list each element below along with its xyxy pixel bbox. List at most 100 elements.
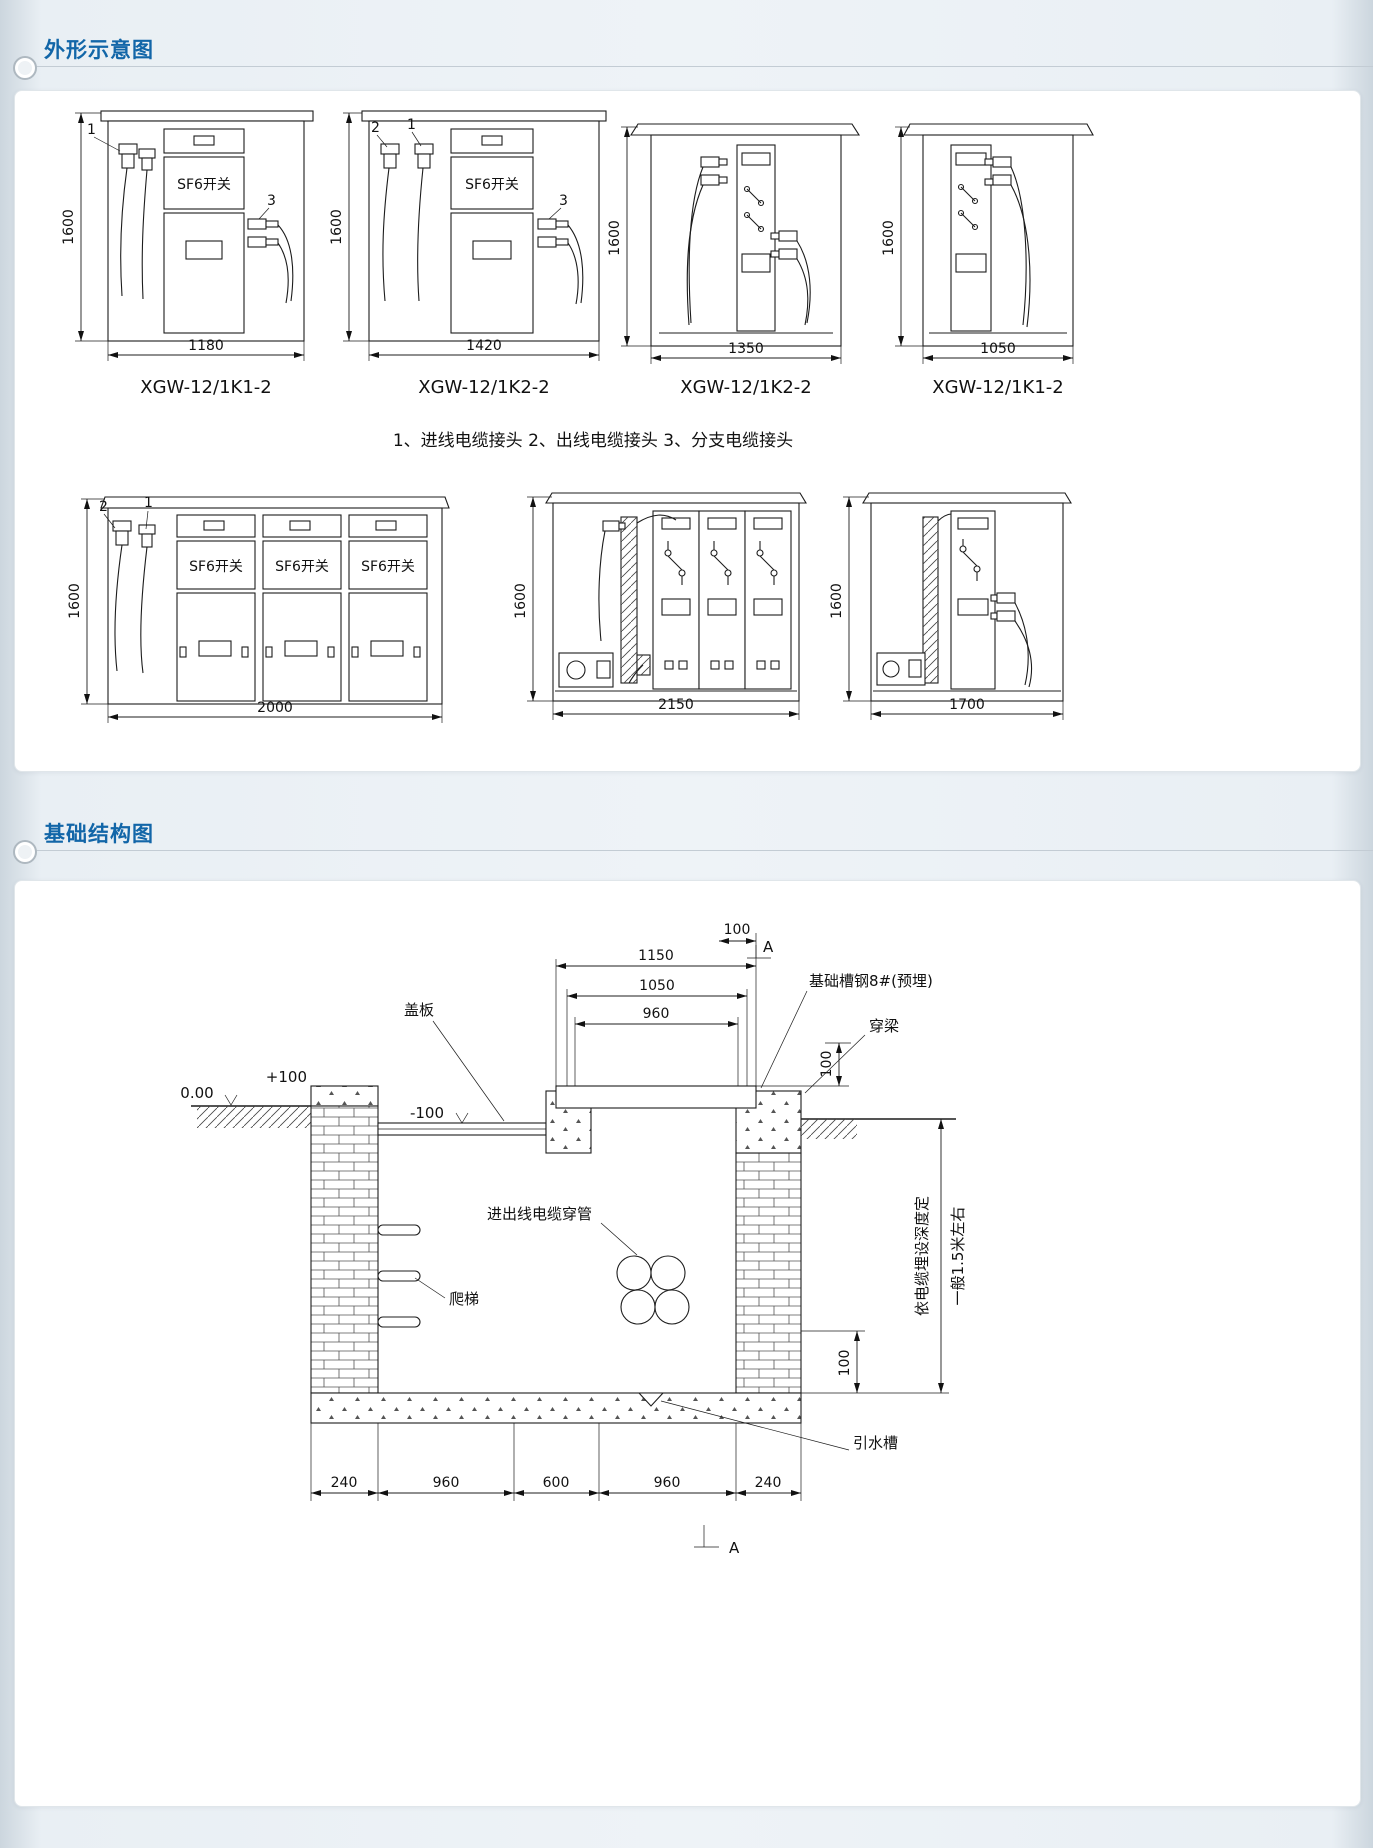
branch-cable-connectors xyxy=(990,592,1033,688)
height-dim: 1600 xyxy=(67,583,83,619)
width-dim: 2000 xyxy=(257,700,293,716)
dim-low-100: 100 xyxy=(837,1350,853,1377)
mark-1: 1 xyxy=(144,495,153,511)
section-mark-a-bottom: A xyxy=(729,1539,740,1557)
inlet-cable-connectors xyxy=(686,156,728,326)
mark-3: 3 xyxy=(559,193,568,209)
height-dim: 1600 xyxy=(607,220,623,256)
depth-note-2: 一般1.5米左右 xyxy=(949,1207,967,1306)
bottom-dim-960-left: 960 xyxy=(433,1475,460,1491)
drain-label: 引水槽 xyxy=(853,1434,898,1452)
outlet-cable-connectors xyxy=(770,230,811,326)
beam-label: 穿梁 xyxy=(869,1017,899,1035)
mark-3: 3 xyxy=(267,193,276,209)
foundation-section-title: 基础结构图 xyxy=(44,822,154,846)
ladder-label: 爬梯 xyxy=(449,1290,479,1308)
mark-2: 2 xyxy=(371,120,380,136)
left-brick-wall xyxy=(310,1105,379,1394)
level-minus: -100 xyxy=(410,1104,444,1122)
foundation-drawing: 0.00 +100 -100 xyxy=(180,922,967,1557)
sf6-panel: SF6开关 xyxy=(176,514,256,702)
branch-cable-connectors xyxy=(247,218,294,304)
curb-block xyxy=(310,1085,379,1107)
cabinet-4-side-view: 1600 1050 XGW-12/1K1-2 xyxy=(881,123,1094,398)
width-dim: 2150 xyxy=(658,697,694,713)
cable-duct xyxy=(922,513,966,684)
cabinet-3-side-view: 1600 1350 XGW-12/1K2-2 xyxy=(607,123,861,398)
dim-1050: 1050 xyxy=(639,978,675,994)
outline-panel: SF6开关 1 3 1600 1180 xyxy=(14,90,1361,772)
earth-hatch-left xyxy=(197,1106,311,1128)
sf6-switch-label: SF6开关 xyxy=(361,559,415,575)
section-ornament-icon xyxy=(13,56,37,80)
dim-960: 960 xyxy=(643,1006,670,1022)
inlet-cable-connectors xyxy=(112,520,156,674)
connector-legend: 1、进线电缆接头 2、出线电缆接头 3、分支电缆接头 xyxy=(393,431,793,451)
cable-conduits xyxy=(616,1255,690,1325)
drain-notch xyxy=(637,1392,665,1407)
mark-1: 1 xyxy=(407,117,416,133)
height-dim: 1600 xyxy=(829,583,845,619)
bottom-dim-240-right: 240 xyxy=(755,1475,782,1491)
height-dim: 1600 xyxy=(881,220,897,256)
outline-section-title: 外形示意图 xyxy=(44,38,154,62)
sf6-switch-label: SF6开关 xyxy=(465,177,519,193)
foundation-section-divider xyxy=(36,850,1373,851)
earth-hatch-right xyxy=(801,1119,857,1139)
cabinet-6-section-view: 1600 2150 xyxy=(513,492,807,720)
width-dim: 1420 xyxy=(466,338,502,354)
height-dim: 1600 xyxy=(61,209,77,245)
base-channel-frame xyxy=(555,1085,757,1109)
model-label: XGW-12/1K1-2 xyxy=(140,377,271,398)
bottom-dim-600: 600 xyxy=(543,1475,570,1491)
model-label: XGW-12/1K2-2 xyxy=(418,377,549,398)
outline-section-divider xyxy=(36,66,1373,67)
level-zero: 0.00 xyxy=(180,1084,213,1102)
section-mark-a-top: A xyxy=(763,938,774,956)
cable-duct xyxy=(598,514,677,684)
dim-1150: 1150 xyxy=(638,948,674,964)
cable-terminal-box xyxy=(876,652,926,686)
bottom-dim-960-right: 960 xyxy=(654,1475,681,1491)
width-dim: 1700 xyxy=(949,697,985,713)
cabinet-5-front-view: 2 1 SF6开关 SF6开关 xyxy=(67,495,450,723)
sf6-switch-label: SF6开关 xyxy=(177,177,231,193)
sf6-switch-label: SF6开关 xyxy=(275,559,329,575)
mark-2: 2 xyxy=(99,499,108,515)
level-plus: +100 xyxy=(266,1068,307,1086)
outlet-cable-connectors xyxy=(984,156,1031,328)
mark-1: 1 xyxy=(87,122,96,138)
depth-note-1: 依电缆埋设深度定 xyxy=(913,1196,931,1316)
foundation-panel: 0.00 +100 -100 xyxy=(14,880,1361,1807)
section-ornament-icon xyxy=(13,840,37,864)
sf6-panel: SF6开关 xyxy=(348,514,428,702)
sf6-panel: SF6开关 xyxy=(262,514,342,702)
outline-drawing: SF6开关 1 3 1600 1180 xyxy=(61,110,1094,723)
dim-right-100: 100 xyxy=(819,1051,835,1078)
foundation-cross-section: 0.00 +100 -100 xyxy=(180,922,967,1557)
bottom-dim-240-left: 240 xyxy=(331,1475,358,1491)
floor-slab xyxy=(310,1392,802,1424)
cabinet-2-front-view: SF6开关 2 1 3 1600 xyxy=(329,110,607,398)
width-dim: 1180 xyxy=(188,338,224,354)
width-dim: 1350 xyxy=(728,341,764,357)
switch-panel xyxy=(950,510,996,690)
cabinet-7-section-view: 1600 1700 xyxy=(829,492,1072,720)
cable-terminal-box xyxy=(558,652,651,688)
height-dim: 1600 xyxy=(329,209,345,245)
disconnect-switch-symbols xyxy=(743,185,765,233)
inlet-cable-connectors xyxy=(118,143,156,300)
channel-label: 基础槽钢8#(预埋) xyxy=(809,972,933,990)
disconnect-switch-symbols xyxy=(957,183,979,231)
branch-cable-connectors xyxy=(537,218,584,305)
model-label: XGW-12/1K1-2 xyxy=(932,377,1063,398)
switch-panels xyxy=(652,510,792,690)
cover-label: 盖板 xyxy=(404,1001,434,1019)
conduit-label: 进出线电缆穿管 xyxy=(487,1205,592,1223)
cabinet-1-front-view: SF6开关 1 3 1600 1180 xyxy=(61,110,314,398)
width-dim: 1050 xyxy=(980,341,1016,357)
sf6-switch-label: SF6开关 xyxy=(189,559,243,575)
dim-top-100: 100 xyxy=(724,922,751,938)
outlet-cable-connectors xyxy=(380,143,434,302)
